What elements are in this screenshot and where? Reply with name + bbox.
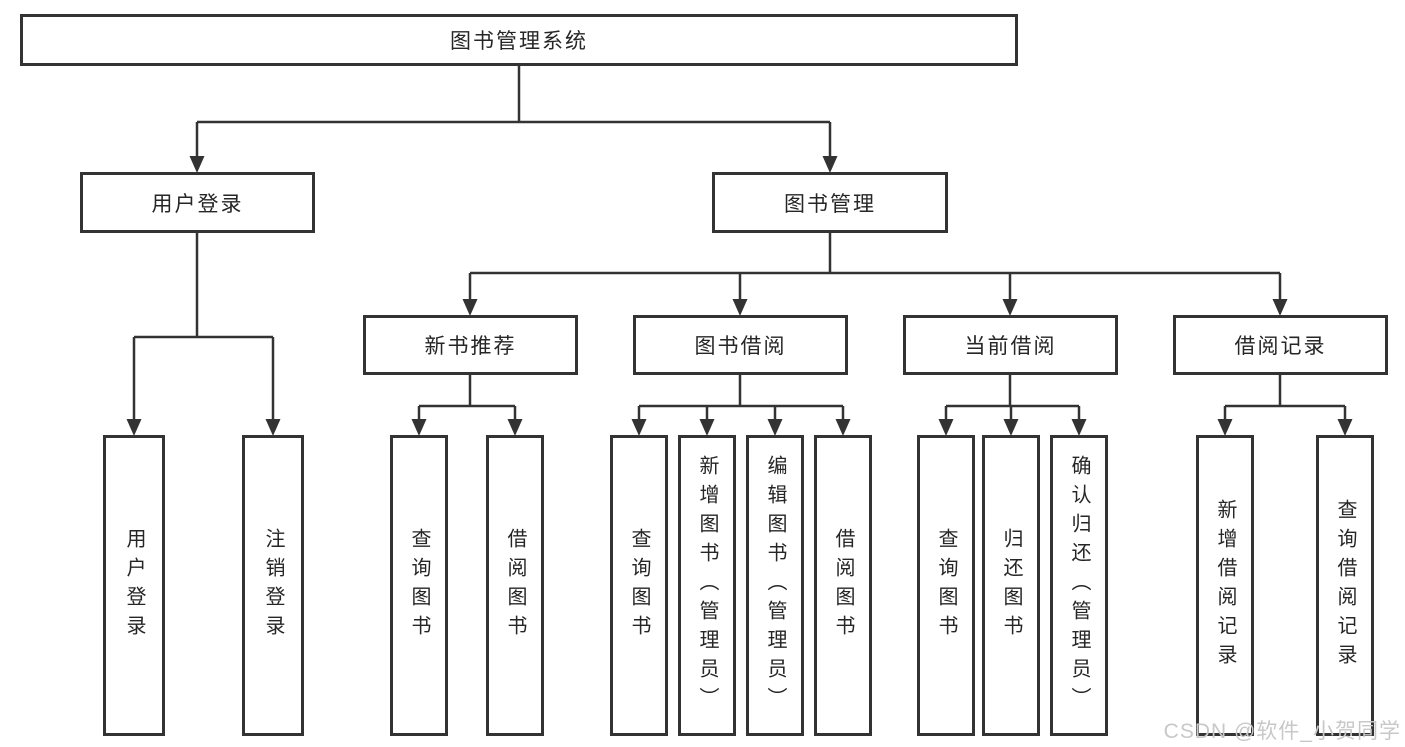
arrow-icon bbox=[699, 419, 715, 436]
arrow-icon bbox=[1071, 419, 1087, 436]
leaf-query-books-current: 查询图书 bbox=[917, 435, 975, 736]
node-user-login-label: 用户登录 bbox=[151, 192, 244, 216]
node-book-borrowing-label: 图书借阅 bbox=[694, 335, 787, 358]
node-borrowing-records: 借阅记录 bbox=[1173, 315, 1388, 375]
node-current-borrowing-label: 当前借阅 bbox=[964, 335, 1057, 358]
arrow-icon bbox=[1337, 419, 1353, 436]
leaf-confirm-return-admin: 确认归还（管理员） bbox=[1050, 435, 1108, 736]
node-root: 图书管理系统 bbox=[20, 14, 1018, 66]
leaf-borrow-books-borrowing: 借阅图书 bbox=[814, 435, 872, 736]
arrow-icon bbox=[507, 419, 523, 436]
arrow-icon bbox=[1002, 299, 1018, 316]
leaf-edit-book-admin-label: 编辑图书（管理员） bbox=[764, 455, 786, 716]
connector-borrow-records-to-leaves bbox=[1223, 375, 1347, 420]
leaf-query-books-borrowing: 查询图书 bbox=[610, 435, 668, 736]
node-current-borrowing: 当前借阅 bbox=[903, 315, 1118, 375]
leaf-add-borrow-record-label: 新增借阅记录 bbox=[1214, 498, 1236, 673]
node-book-management: 图书管理 bbox=[712, 172, 948, 233]
leaf-query-books-borrowing-label: 查询图书 bbox=[628, 527, 650, 644]
connector-book-mgmt-to-level2 bbox=[468, 233, 1282, 300]
leaf-user-login: 用户登录 bbox=[103, 435, 165, 736]
node-borrowing-records-label: 借阅记录 bbox=[1234, 335, 1327, 358]
arrow-icon bbox=[835, 419, 851, 436]
arrow-icon bbox=[265, 419, 281, 436]
csdn-watermark: CSDN @软件_小贺同学 bbox=[1163, 720, 1401, 743]
connector-root-to-level1 bbox=[195, 66, 832, 157]
leaf-borrow-books-recommend-label: 借阅图书 bbox=[504, 527, 526, 644]
arrow-icon bbox=[767, 419, 783, 436]
arrow-icon bbox=[732, 299, 748, 316]
node-book-management-label: 图书管理 bbox=[784, 192, 876, 216]
node-user-login: 用户登录 bbox=[80, 172, 315, 233]
leaf-logout-label: 注销登录 bbox=[262, 527, 284, 644]
arrow-icon bbox=[462, 299, 478, 316]
node-root-label: 图书管理系统 bbox=[450, 30, 588, 53]
arrow-icon bbox=[1217, 419, 1233, 436]
leaf-logout: 注销登录 bbox=[242, 435, 304, 736]
leaf-query-books-recommend: 查询图书 bbox=[390, 435, 448, 736]
node-new-book-recommend: 新书推荐 bbox=[363, 315, 578, 375]
leaf-query-borrow-record: 查询借阅记录 bbox=[1316, 435, 1374, 736]
leaf-return-books-label: 归还图书 bbox=[1000, 527, 1022, 644]
connector-book-borrow-to-leaves bbox=[637, 375, 845, 420]
connector-user-login-to-leaves bbox=[132, 233, 275, 420]
connector-new-book-rec-to-leaves bbox=[417, 375, 517, 420]
leaf-user-login-label: 用户登录 bbox=[123, 527, 145, 644]
leaf-add-book-admin: 新增图书（管理员） bbox=[678, 435, 736, 736]
leaf-query-books-recommend-label: 查询图书 bbox=[408, 527, 430, 644]
leaf-add-book-admin-label: 新增图书（管理员） bbox=[696, 455, 718, 716]
leaf-add-borrow-record: 新增借阅记录 bbox=[1196, 435, 1254, 736]
leaf-query-books-current-label: 查询图书 bbox=[935, 527, 957, 644]
arrow-icon bbox=[1003, 419, 1019, 436]
node-book-borrowing: 图书借阅 bbox=[633, 315, 848, 375]
arrow-icon bbox=[126, 419, 142, 436]
leaf-query-borrow-record-label: 查询借阅记录 bbox=[1334, 498, 1356, 673]
arrow-icon bbox=[189, 156, 205, 173]
leaf-borrow-books-borrowing-label: 借阅图书 bbox=[832, 527, 854, 644]
leaf-return-books: 归还图书 bbox=[982, 435, 1040, 736]
arrow-icon bbox=[822, 156, 838, 173]
leaf-confirm-return-admin-label: 确认归还（管理员） bbox=[1068, 455, 1090, 716]
leaf-edit-book-admin: 编辑图书（管理员） bbox=[746, 435, 804, 736]
arrow-icon bbox=[411, 419, 427, 436]
connector-current-borrow-to-leaves bbox=[944, 375, 1081, 420]
arrow-icon bbox=[1272, 299, 1288, 316]
arrow-icon bbox=[938, 419, 954, 436]
leaf-borrow-books-recommend: 借阅图书 bbox=[486, 435, 544, 736]
node-new-book-recommend-label: 新书推荐 bbox=[424, 335, 517, 358]
arrow-icon bbox=[631, 419, 647, 436]
